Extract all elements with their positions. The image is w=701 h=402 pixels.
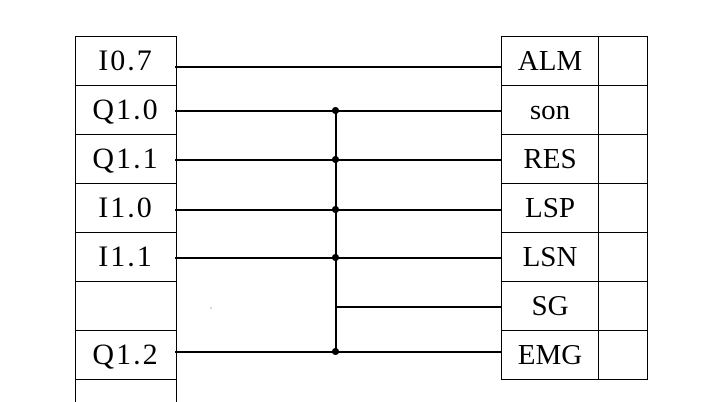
table-row: SG [501,281,648,331]
table-row: RES [501,134,648,184]
drive-pin-cell[interactable] [598,330,648,380]
table-row: Q1.0 [75,85,177,135]
drive-pin-cell[interactable] [598,85,648,135]
junction-dot-res [332,156,339,163]
drive-signal-cell[interactable]: RES [501,134,599,184]
wire-sg[interactable] [335,306,501,308]
table-row [75,281,177,331]
junction-dot-emg [332,348,339,355]
drive-signal-cell[interactable]: EMG [501,330,599,380]
drive-pin-cell[interactable] [598,281,648,331]
wire-alm[interactable] [175,66,501,68]
plc-address-cell[interactable]: Q1.2 [75,330,177,380]
table-row: Q1.2 [75,330,177,380]
drive-signal-cell[interactable]: LSN [501,232,599,282]
scan-artifact-speck [210,307,212,309]
table-row: I0.7 [75,36,177,86]
drive-signal-cell[interactable]: LSP [501,183,599,233]
plc-address-cell[interactable]: Q1.1 [75,134,177,184]
plc-address-cell[interactable] [75,379,177,402]
plc-address-cell[interactable]: Q1.0 [75,85,177,135]
drive-signal-cell[interactable]: son [501,85,599,135]
drive-terminal-table: ALM son RES LSP LSN SG [501,36,648,380]
table-row: son [501,85,648,135]
drive-pin-cell[interactable] [598,134,648,184]
table-row: ALM [501,36,648,86]
table-row: Q1.1 [75,134,177,184]
drive-pin-cell[interactable] [598,183,648,233]
plc-address-cell[interactable]: I1.0 [75,183,177,233]
junction-dot-lsn [332,254,339,261]
table-row: LSN [501,232,648,282]
table-row: EMG [501,330,648,380]
table-row [75,379,177,402]
plc-address-cell[interactable]: I1.1 [75,232,177,282]
drive-signal-cell[interactable]: ALM [501,36,599,86]
table-row: I1.1 [75,232,177,282]
drive-pin-cell[interactable] [598,36,648,86]
table-row: I1.0 [75,183,177,233]
junction-dot-son [332,107,339,114]
plc-address-cell[interactable]: I0.7 [75,36,177,86]
plc-terminal-table: I0.7 Q1.0 Q1.1 I1.0 I1.1 Q1.2 [75,36,177,402]
table-row: LSP [501,183,648,233]
junction-dot-lsp [332,206,339,213]
plc-address-cell[interactable] [75,281,177,331]
drive-pin-cell[interactable] [598,232,648,282]
drive-signal-cell[interactable]: SG [501,281,599,331]
common-bus-vertical[interactable] [335,110,337,352]
